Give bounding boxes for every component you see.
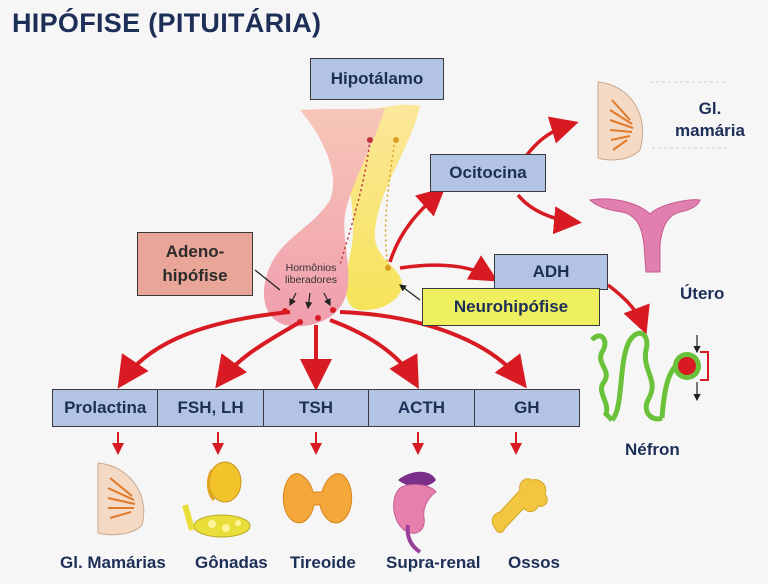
box-hipotalamo: Hipotálamo [310,58,444,100]
target-gonadas: Gônadas [195,553,268,572]
gonads-icon [182,461,251,538]
hormone-bar: Prolactina FSH, LH TSH ACTH GH [52,389,580,427]
breast-icon [97,462,145,536]
hormones-label: Hormônios liberadores [275,262,347,286]
box-adenohipofise: Adeno- hipófise [137,232,253,296]
bone-icon [491,478,548,533]
hormone-tsh: TSH [264,390,370,426]
label-utero: Útero [680,284,725,303]
target-gl-mamarias: Gl. Mamárias [60,553,166,572]
box-adh: ADH [494,254,608,290]
target-tireoide: Tireoide [290,553,356,572]
label-gl-mamaria: Gl. mamária [670,98,750,142]
adrenal-kidney-icon [393,471,437,554]
hormone-acth: ACTH [369,390,475,426]
page-title: HIPÓFISE (PITUITÁRIA) [12,8,322,38]
gl-mamaria-line2: mamária [675,121,745,140]
uterus-icon [588,198,701,273]
hormone-fsh-lh: FSH, LH [158,390,264,426]
gl-mamaria-line1: Gl. [698,99,722,118]
box-ocitocina: Ocitocina [430,154,546,192]
hormones-label-line2: liberadores [285,274,337,286]
label-nefron: Néfron [625,440,680,459]
target-arrows [112,432,522,455]
neuro-pointer [399,284,421,301]
hormone-prolactina: Prolactina [53,390,159,426]
hormones-label-line1: Hormônios [285,262,337,274]
adeno-line1: Adeno- [165,242,225,261]
adeno-line2: hipófise [162,266,228,285]
pituitary-illustration [263,104,420,327]
target-supra-renal: Supra-renal [386,553,481,572]
nephron-icon [590,330,709,422]
target-ossos: Ossos [508,553,560,572]
box-neurohipofise: Neurohipófise [422,288,600,326]
adeno-pointer [254,269,281,291]
hormone-arrows [117,310,527,391]
mammary-gland-icon [597,81,728,161]
thyroid-icon [282,473,353,524]
hormone-gh: GH [514,398,540,417]
